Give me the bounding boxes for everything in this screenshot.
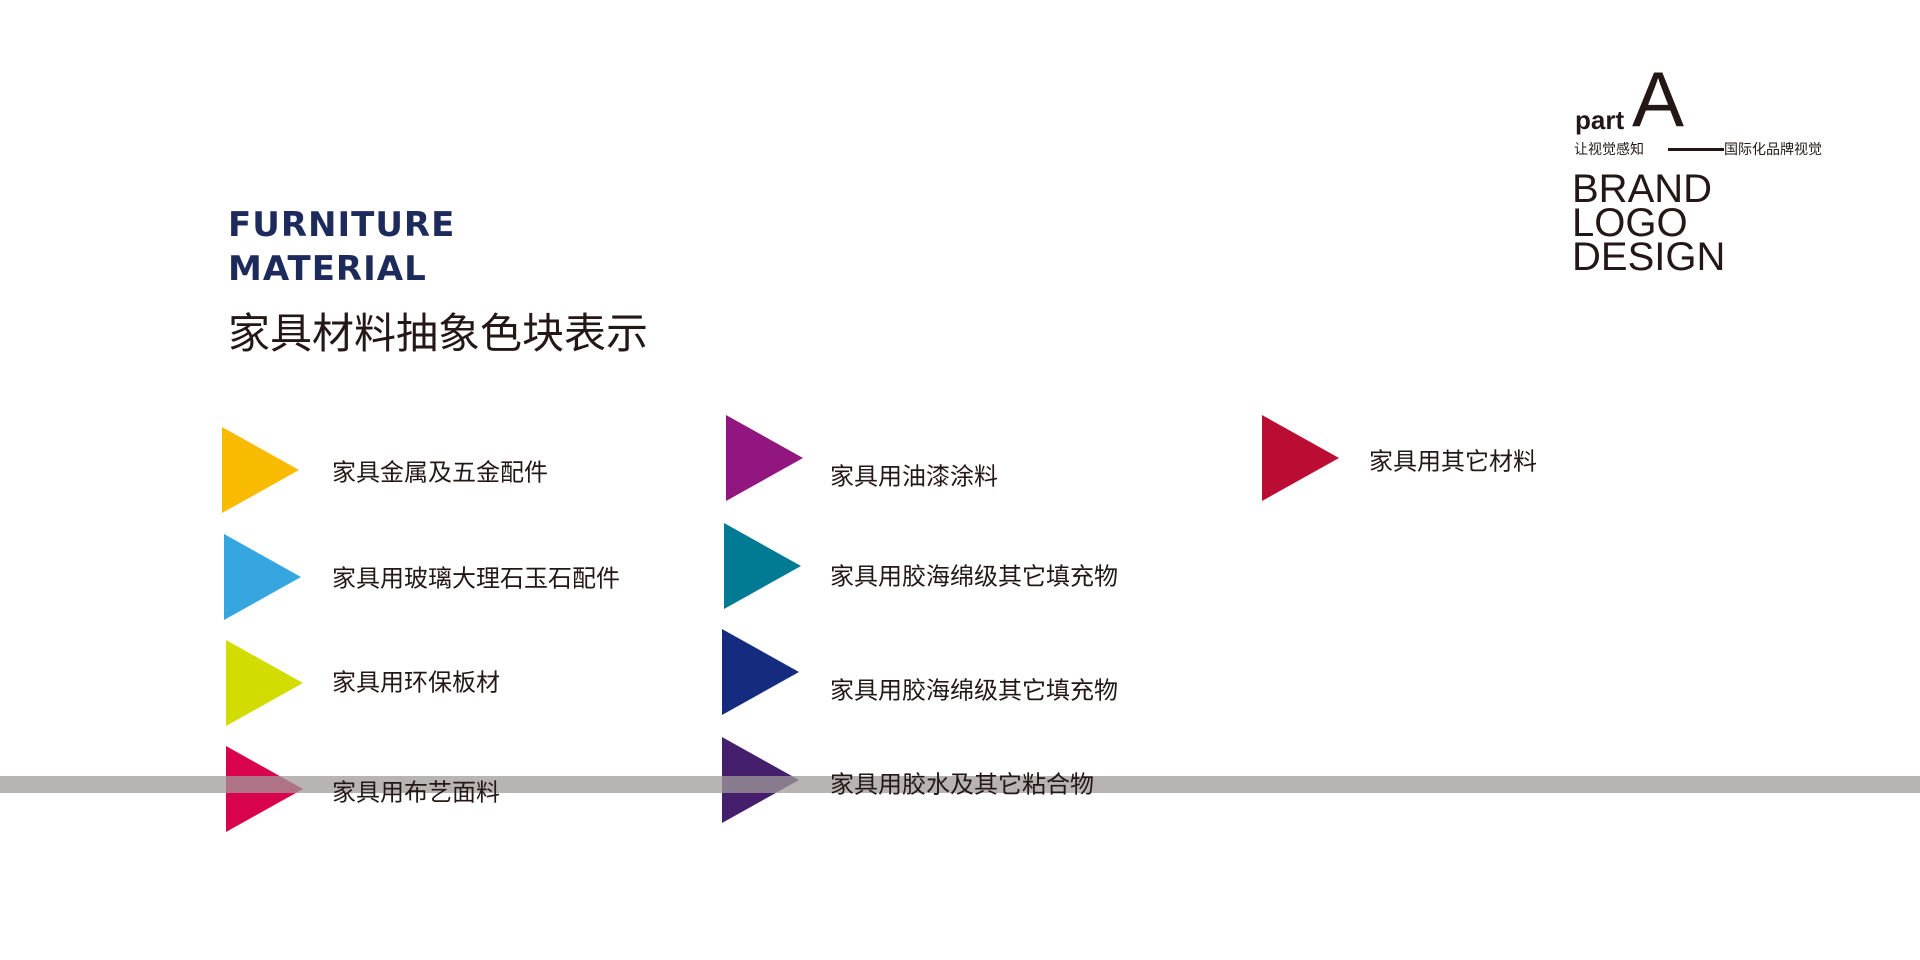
title-en-line2: MATERIAL <box>228 249 427 289</box>
brand-logo-block: part A 让视觉感知 国际化品牌视觉 BRAND LOGO DESIGN <box>1572 60 1872 280</box>
triangle-swatch-icon <box>224 534 301 620</box>
material-label: 家具用玻璃大理石玉石配件 <box>332 564 620 593</box>
title-en-line1: FURNITURE <box>228 205 456 245</box>
logo-divider <box>1668 148 1724 151</box>
material-label: 家具用胶水及其它粘合物 <box>830 770 1094 799</box>
material-label: 家具用布艺面料 <box>332 778 500 807</box>
logo-design: DESIGN <box>1572 235 1726 279</box>
material-label: 家具金属及五金配件 <box>332 458 548 487</box>
logo-subtitle-left: 让视觉感知 <box>1574 142 1644 158</box>
triangle-swatch-icon <box>1262 415 1339 501</box>
logo-logo: LOGO <box>1572 201 1688 245</box>
logo-brand: BRAND <box>1572 167 1713 211</box>
material-label: 家具用胶海绵级其它填充物 <box>830 676 1118 705</box>
triangle-swatch-icon <box>724 523 801 609</box>
material-label: 家具用油漆涂料 <box>830 462 998 491</box>
title-cn: 家具材料抽象色块表示 <box>228 309 649 358</box>
material-label: 家具用胶海绵级其它填充物 <box>830 562 1118 591</box>
triangle-swatch-icon <box>722 629 799 715</box>
material-label: 家具用环保板材 <box>332 668 500 697</box>
logo-subtitle-right: 国际化品牌视觉 <box>1724 142 1822 158</box>
logo-part: part <box>1575 105 1625 135</box>
triangle-swatch-icon <box>226 640 303 726</box>
gray-band <box>0 776 1920 793</box>
triangle-swatch-icon <box>222 427 299 513</box>
triangle-swatch-icon <box>726 415 803 501</box>
material-label: 家具用其它材料 <box>1369 447 1537 476</box>
logo-letter: A <box>1632 55 1685 143</box>
